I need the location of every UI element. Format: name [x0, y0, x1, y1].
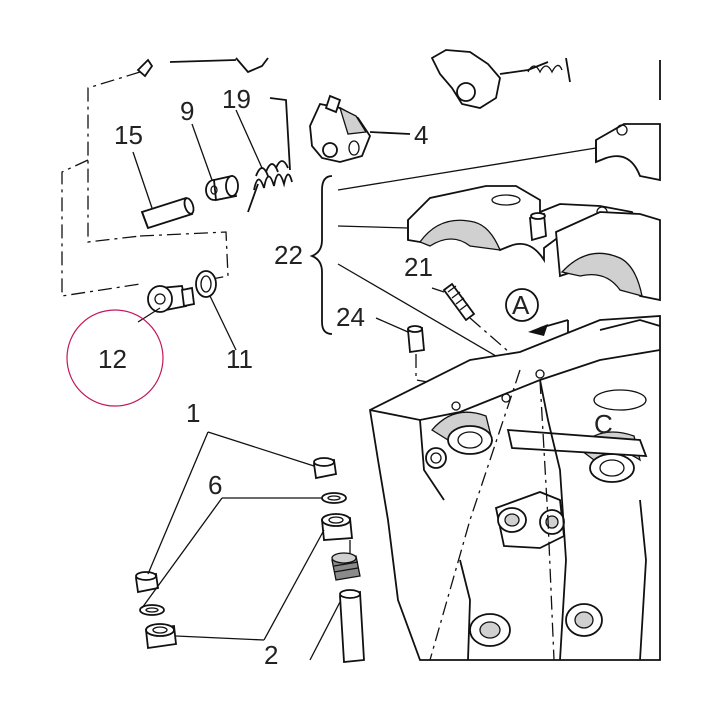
callout-12-highlight-circle	[66, 309, 164, 407]
callout-19: 19	[222, 84, 251, 114]
bearing-cap-lower	[555, 211, 661, 302]
valve-guide	[331, 540, 365, 663]
part-12-plug	[147, 285, 195, 313]
part-9-bushing	[205, 174, 239, 202]
marker-c-label: C	[594, 409, 613, 439]
part-4-rocker-arm	[309, 94, 411, 163]
part-6-lower-ring	[139, 604, 165, 616]
part-2-lower-seal	[145, 623, 177, 650]
cylinder-head	[369, 315, 661, 661]
assembly-guide-lines-upper	[61, 71, 229, 297]
leader-lines-lower	[141, 431, 341, 661]
callout-21: 21	[404, 252, 433, 282]
part-1-lower-keeper	[134, 571, 160, 594]
marker-a	[505, 288, 569, 400]
part-6-upper-ring	[321, 492, 347, 504]
part-1-upper-keeper	[312, 457, 338, 480]
leader-lines-22	[337, 147, 597, 371]
callout-6: 6	[208, 470, 222, 500]
part-19-spring	[247, 97, 293, 213]
leader-lines-upper	[132, 109, 263, 351]
callout-15: 15	[114, 120, 143, 150]
callout-1: 1	[186, 398, 200, 428]
callout-24: 24	[336, 302, 365, 332]
bracket-22	[309, 175, 333, 335]
callout-2: 2	[264, 640, 278, 670]
callout-11: 11	[226, 344, 253, 374]
marker-a-label: A	[512, 290, 530, 320]
bearing-cap-middle	[407, 185, 642, 264]
part-11-o-ring	[195, 270, 217, 298]
bearing-cap-top	[595, 123, 661, 182]
part-2-upper-seal	[321, 513, 353, 541]
top-right-rocker-part	[430, 49, 571, 109]
callout-4: 4	[414, 120, 428, 150]
top-left-bolt-part	[136, 57, 269, 78]
callout-12: 12	[98, 344, 127, 374]
callout-22: 22	[274, 240, 303, 270]
part-15-pin	[140, 196, 195, 230]
callout-9: 9	[180, 96, 194, 126]
